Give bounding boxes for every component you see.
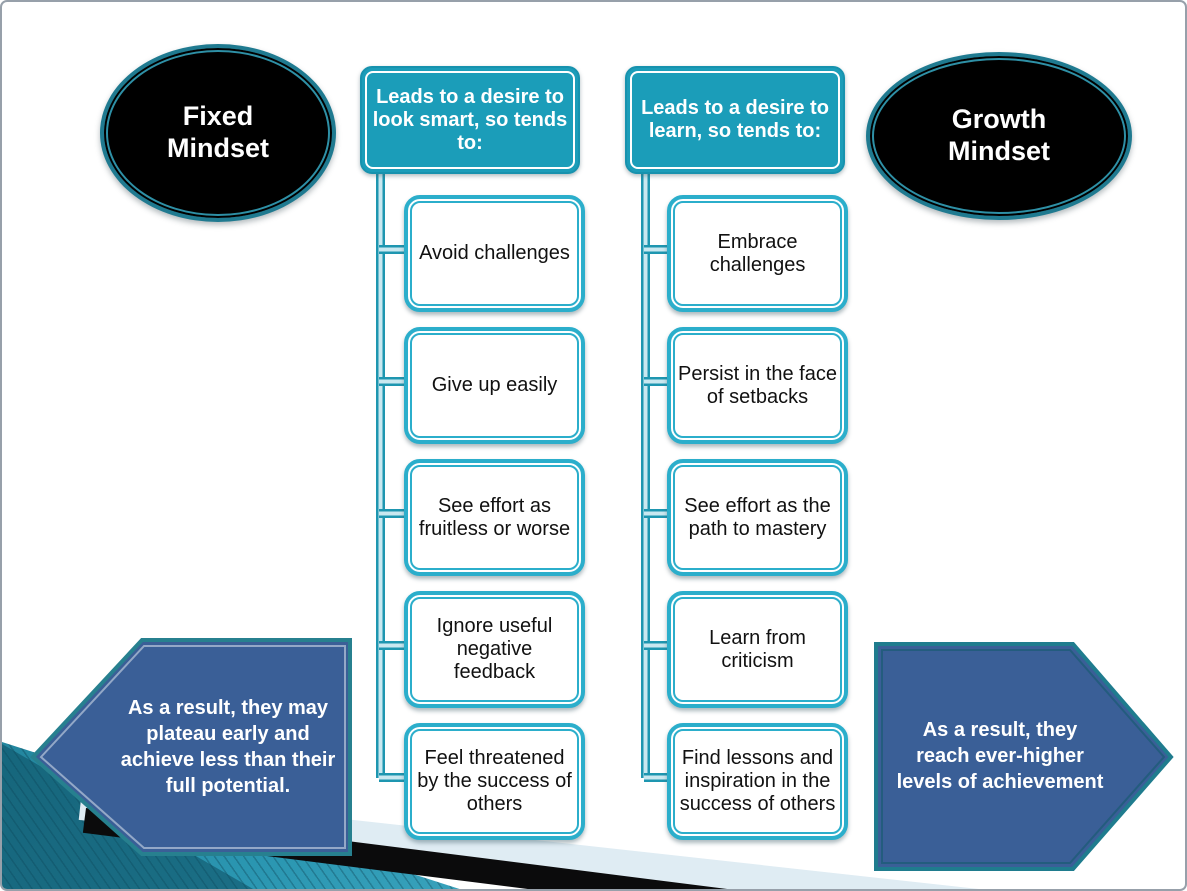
fixed-item-box: Give up easily bbox=[404, 327, 585, 444]
growth-result-label: As a result, they reach ever-higher leve… bbox=[896, 719, 1104, 793]
connector-stub bbox=[379, 641, 406, 650]
fixed-result-label: As a result, they may plateau early and … bbox=[120, 697, 336, 797]
growth-item-label: See effort as the path to mastery bbox=[684, 494, 831, 540]
fixed-item-box: Feel threatened by the success of others bbox=[404, 723, 585, 840]
growth-item-label: Learn from criticism bbox=[709, 626, 806, 672]
growth-item-label: Find lessons and inspiration in the succ… bbox=[679, 747, 836, 815]
growth-item-box: See effort as the path to mastery bbox=[667, 459, 848, 576]
fixed-item-label: See effort as fruitless or worse bbox=[418, 494, 571, 540]
fixed-item-label: Ignore useful negative feedback bbox=[436, 615, 553, 683]
fixed-result-arrow: As a result, they may plateau early and … bbox=[30, 637, 352, 857]
growth-result-arrow: As a result, they reach ever-higher leve… bbox=[873, 641, 1174, 872]
connector-stub bbox=[644, 509, 670, 518]
connector-stub bbox=[379, 773, 406, 782]
growth-mindset-label: Growth Mindset bbox=[947, 104, 1050, 166]
growth-item-box: Embrace challenges bbox=[667, 195, 848, 312]
fixed-header-box: Leads to a desire to look smart, so tend… bbox=[360, 66, 580, 174]
growth-mindset-oval: Growth Mindset bbox=[866, 52, 1132, 220]
connector-stub bbox=[379, 377, 406, 386]
growth-item-label: Persist in the face of setbacks bbox=[678, 362, 837, 408]
fixed-mindset-label: Fixed Mindset bbox=[166, 101, 269, 163]
growth-item-box: Learn from criticism bbox=[667, 591, 848, 708]
growth-header-label: Leads to a desire to learn, so tends to: bbox=[641, 97, 829, 142]
connector-stub bbox=[644, 377, 670, 386]
fixed-mindset-oval: Fixed Mindset bbox=[100, 44, 336, 222]
fixed-connector-line bbox=[376, 168, 385, 778]
fixed-item-label: Avoid challenges bbox=[419, 242, 570, 265]
connector-stub bbox=[644, 641, 670, 650]
fixed-item-box: Avoid challenges bbox=[404, 195, 585, 312]
growth-connector-line bbox=[641, 168, 650, 778]
fixed-item-label: Give up easily bbox=[431, 374, 558, 397]
growth-item-box: Find lessons and inspiration in the succ… bbox=[667, 723, 848, 840]
growth-item-label: Embrace challenges bbox=[709, 230, 806, 276]
fixed-item-box: See effort as fruitless or worse bbox=[404, 459, 585, 576]
connector-stub bbox=[379, 245, 406, 254]
fixed-item-label: Feel threatened by the success of others bbox=[417, 747, 572, 815]
fixed-header-label: Leads to a desire to look smart, so tend… bbox=[372, 85, 568, 154]
growth-item-box: Persist in the face of setbacks bbox=[667, 327, 848, 444]
connector-stub bbox=[644, 773, 670, 782]
connector-stub bbox=[379, 509, 406, 518]
growth-header-box: Leads to a desire to learn, so tends to: bbox=[625, 66, 845, 174]
connector-stub bbox=[644, 245, 670, 254]
fixed-item-box: Ignore useful negative feedback bbox=[404, 591, 585, 708]
